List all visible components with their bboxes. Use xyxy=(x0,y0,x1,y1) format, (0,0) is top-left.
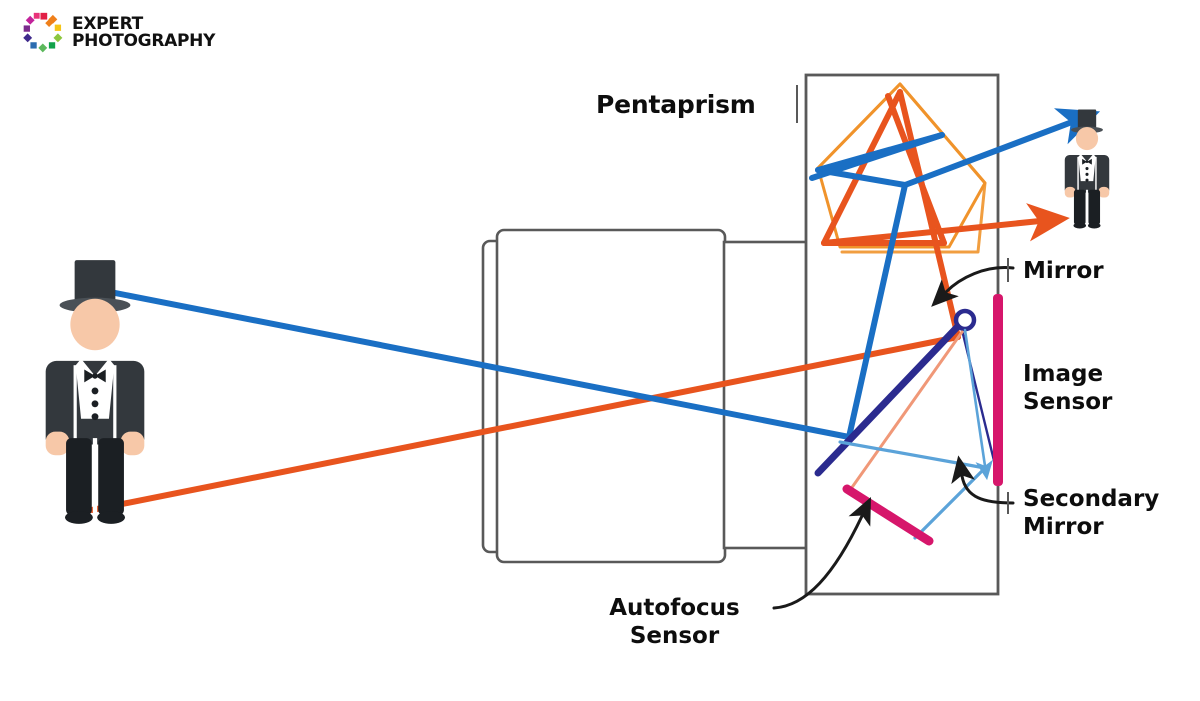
pointer-autofocus-sensor xyxy=(772,497,872,610)
color-wheel-icon xyxy=(23,12,63,53)
image-sensor xyxy=(993,294,1003,486)
man-in-tuxedo-small xyxy=(1064,109,1110,229)
label-secondary-mirror: Secondary Mirror xyxy=(1023,486,1160,540)
label-autofocus-sensor: Autofocus Sensor xyxy=(609,595,740,649)
label-image-sensor: Image Sensor xyxy=(1023,361,1113,415)
pentaprism xyxy=(816,82,987,254)
pointer-secondary-mirror xyxy=(951,455,1015,505)
ray-orange xyxy=(89,89,1070,513)
brand-name: EXPERT PHOTOGRAPHY xyxy=(72,13,216,51)
pointer-lines xyxy=(772,85,1015,610)
label-mirror: Mirror xyxy=(1023,258,1104,284)
brand-logo: EXPERT PHOTOGRAPHY xyxy=(22,12,215,54)
label-pentaprism: Pentaprism xyxy=(596,90,756,119)
mirror xyxy=(814,308,977,477)
ray-blue xyxy=(97,108,1101,440)
lens-barrel-main xyxy=(495,228,727,564)
man-in-tuxedo-large xyxy=(45,260,145,524)
pointer-mirror xyxy=(931,266,1015,307)
mirror-pivot xyxy=(953,308,977,332)
lens-mount xyxy=(722,240,809,550)
lens-assembly xyxy=(481,228,809,564)
